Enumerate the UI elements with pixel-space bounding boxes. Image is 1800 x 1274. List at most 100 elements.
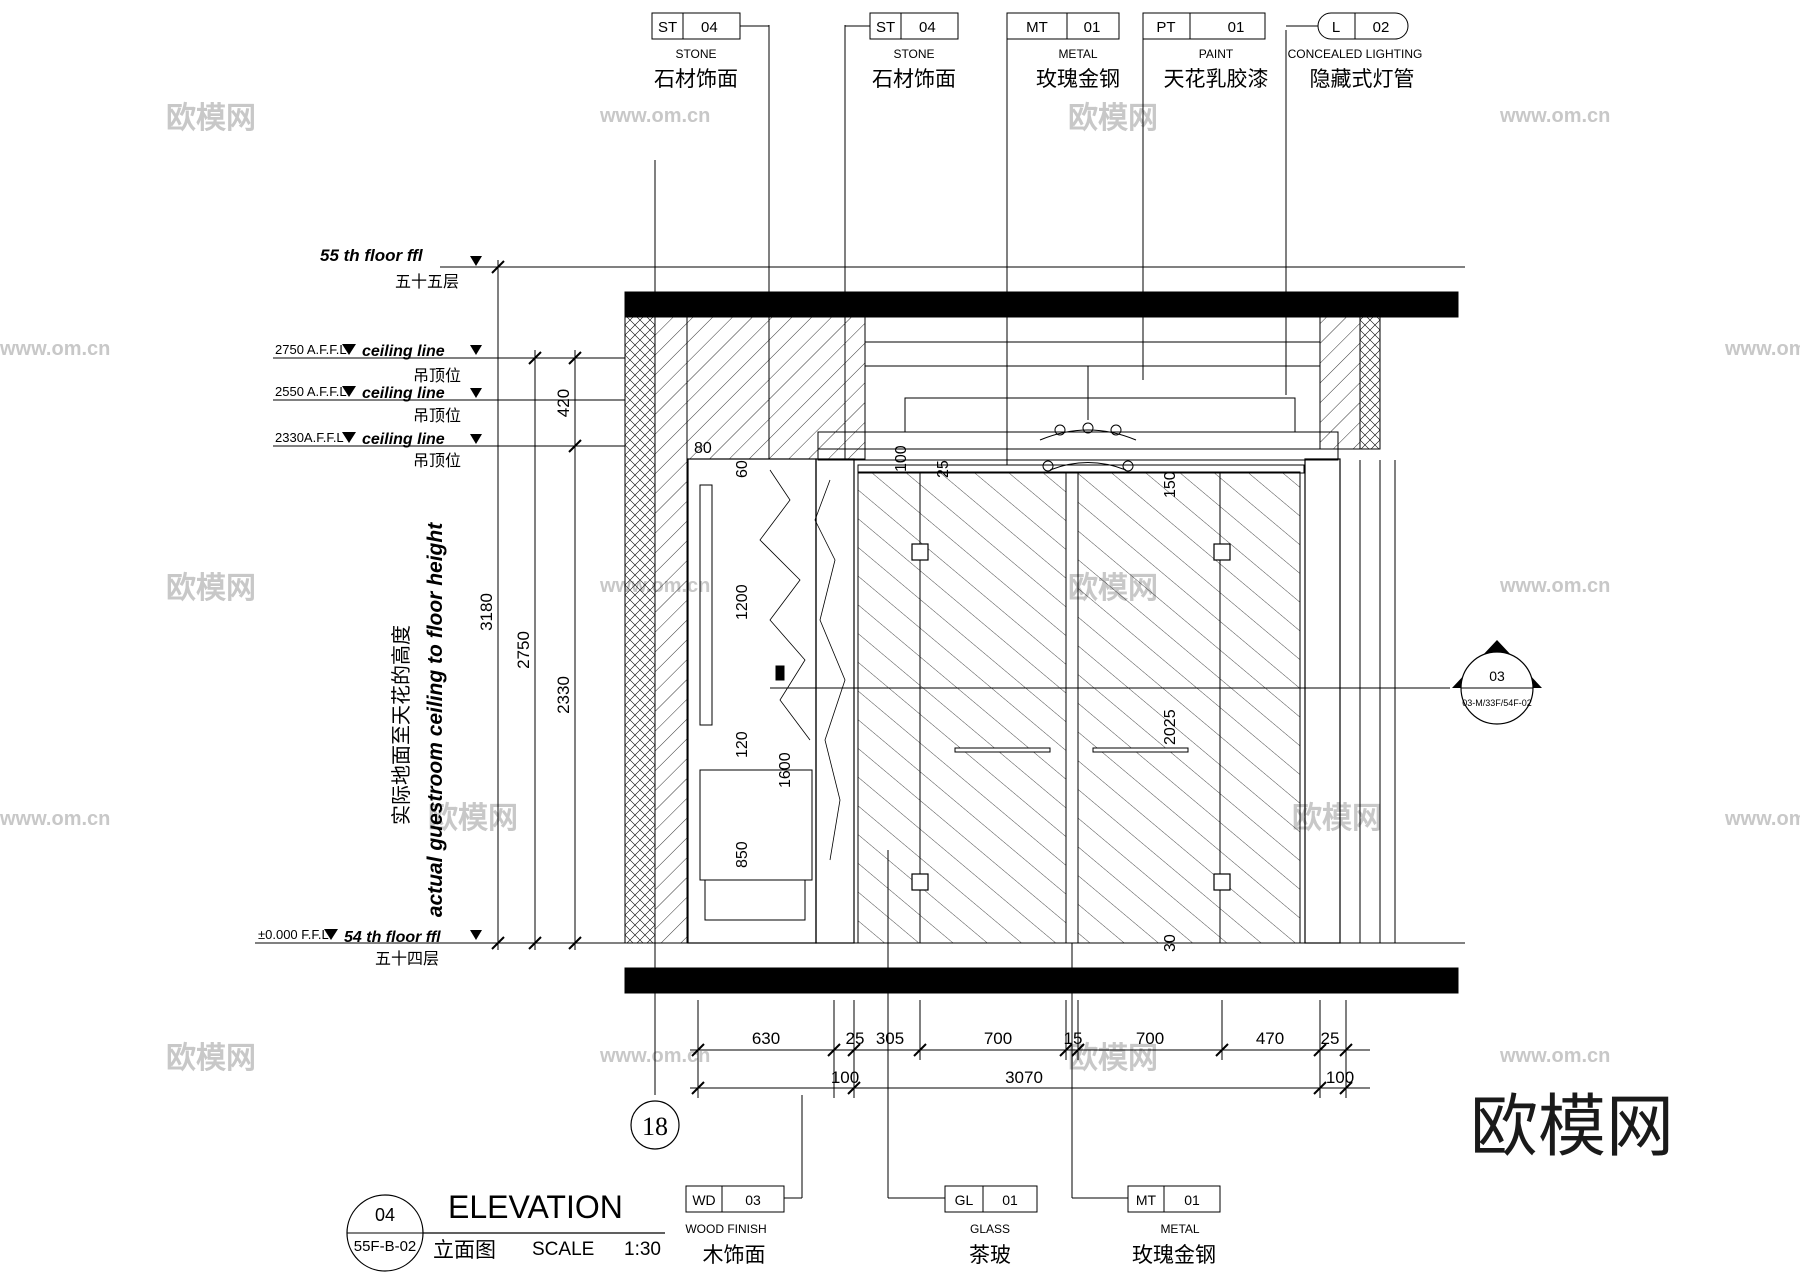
door-handle [1092,747,1189,753]
watermark-text: 欧模网 [1068,101,1158,136]
tag-code: GL [955,1192,974,1208]
watermark-text: 欧模网 [428,801,518,836]
material-tag: WD 03 WOOD FINISH 木饰面 [685,1185,785,1267]
title-block: 04 55F-B-02 ELEVATION 立面图 SCALE 1:30 [346,1189,665,1272]
dim-row-2: 100 3070 100 [831,1068,1354,1087]
tag-material-en: CONCEALED LIGHTING [1288,47,1423,61]
dim-label: 700 [1136,1029,1164,1048]
tag-code: ST [876,19,895,36]
dim-label: 1200 [734,584,751,620]
grid-bubble: 18 [630,1100,680,1150]
dim-label: 2025 [1162,709,1179,745]
tag-material-cn: 茶玻 [969,1243,1011,1267]
watermark-logo: 欧模网 [1470,1088,1674,1167]
vanity-cabinet [699,769,813,881]
glass-panel-1 [857,471,1067,944]
tag-number: 01 [1184,1192,1200,1208]
tag-material-cn: 隐藏式灯管 [1310,67,1415,91]
material-tag: PT 01 PAINT 天花乳胶漆 [1142,12,1269,91]
niche-frame [687,458,817,944]
dim-2750: 2750 [514,631,533,669]
tag-number: 01 [1002,1192,1018,1208]
material-tag: GL 01 GLASS 茶玻 [944,1185,1038,1267]
vertical-dimensions [491,260,582,950]
dim-420: 420 [554,389,573,417]
dim-label: 100 [1326,1068,1354,1087]
material-tag: L 02 CONCEALED LIGHTING 隐藏式灯管 [1286,12,1423,91]
tag-material-en: STONE [893,47,934,61]
title-name-cn: 立面图 [433,1238,496,1262]
title-sheet: 55F-B-02 [354,1238,417,1255]
tag-material-cn: 天花乳胶漆 [1164,67,1269,91]
tag-material-en: METAL [1160,1222,1199,1236]
dim-label: 100 [893,445,910,472]
dim-label: 3070 [1005,1068,1043,1087]
soffit-left [686,316,866,460]
stone-jamb-left [815,458,855,944]
structure [255,266,1465,994]
level-2550: 2550 A.F.F.L ceiling line 吊顶位 [273,384,625,425]
stone-jamb-right [1304,458,1341,944]
level-cn: 五十四层 [375,949,439,968]
level-label: 55 th floor ffl [320,246,424,265]
level-prefix: 2750 A.F.F.L [275,342,347,357]
dim-label: 80 [694,440,712,457]
dim-label: 150 [1162,471,1179,498]
title-number: 04 [375,1205,395,1225]
bottom-material-tags: WD 03 WOOD FINISH 木饰面 GL 01 GLASS 茶玻 MT … [685,1185,1221,1267]
tag-material-en: PAINT [1199,47,1234,61]
dim-label: 100 [831,1068,859,1087]
grid-bubble-label: 18 [642,1112,668,1141]
scale-label: SCALE [532,1239,594,1260]
tag-material-en: STONE [675,47,716,61]
tag-material-cn: 玫瑰金钢 [1036,67,1120,91]
dim-label: 15 [1064,1029,1083,1048]
level-label: 54 th floor ffl [344,929,441,946]
level-55f: 55 th floor ffl 五十五层 [320,246,482,291]
tag-code: L [1332,19,1340,36]
section-marker: 03 03-M/33F/54F-02 [1452,640,1542,725]
dim-label: 25 [846,1029,865,1048]
door-fitting [911,543,929,561]
watermark-url: www.om.cn [1724,338,1800,360]
section-ref: 03-M/33F/54F-02 [1462,698,1532,708]
watermark-url: www.om.cn [1724,808,1800,830]
dim-label: 470 [1256,1029,1284,1048]
tag-material-cn: 石材饰面 [872,67,956,91]
tag-code: ST [658,19,677,36]
height-note-en: actual guestroom ceiling to floor height [424,522,447,917]
level-label: ceiling line [362,385,445,402]
level-cn: 吊顶位 [413,451,461,470]
level-54f: ±0.000 F.F.L 54 th floor ffl 五十四层 [258,927,482,968]
dim-label: 1600 [777,752,794,788]
ceiling-slab [624,291,1459,318]
watermark-url: www.om.cn [0,808,110,830]
watermark-url: www.om.cn [1499,105,1610,127]
leader-lines [654,25,1287,1199]
center-post [1065,471,1079,944]
soffit-right [1319,316,1361,450]
level-label: ceiling line [362,431,445,448]
level-2750: 2750 A.F.F.L ceiling line 吊顶位 [273,342,625,385]
tag-material-en: WOOD FINISH [685,1222,766,1236]
left-wall-crosshatch [624,316,656,944]
tag-number: 04 [701,19,718,36]
stone-vein [814,479,846,861]
inner-dimensions: 80 60 100 25 150 1200 120 1600 850 2025 … [694,440,1179,952]
dim-2330: 2330 [554,676,573,714]
dim-label: 630 [752,1029,780,1048]
scale-value: 1:30 [624,1239,661,1260]
height-note-cn: 实际地面至天花的高度 [389,625,413,825]
watermark-url: www.om.cn [1499,1045,1610,1067]
title-name: ELEVATION [448,1189,623,1225]
ceiling-recess [904,397,1296,433]
tag-code: MT [1026,19,1048,36]
watermark-text: 欧模网 [166,1041,256,1076]
dim-row-1: 630 25 305 700 15 700 470 25 [752,1029,1340,1048]
material-tag: ST 04 STONE 石材饰面 [845,12,959,91]
level-cn: 五十五层 [395,272,459,291]
watermark-text: 欧模网 [1068,1041,1158,1076]
horizontal-dimensions [690,1000,1370,1098]
level-prefix: 2330A.F.F.L [275,430,344,445]
material-tag: MT 01 METAL 玫瑰金钢 [1127,1185,1221,1267]
